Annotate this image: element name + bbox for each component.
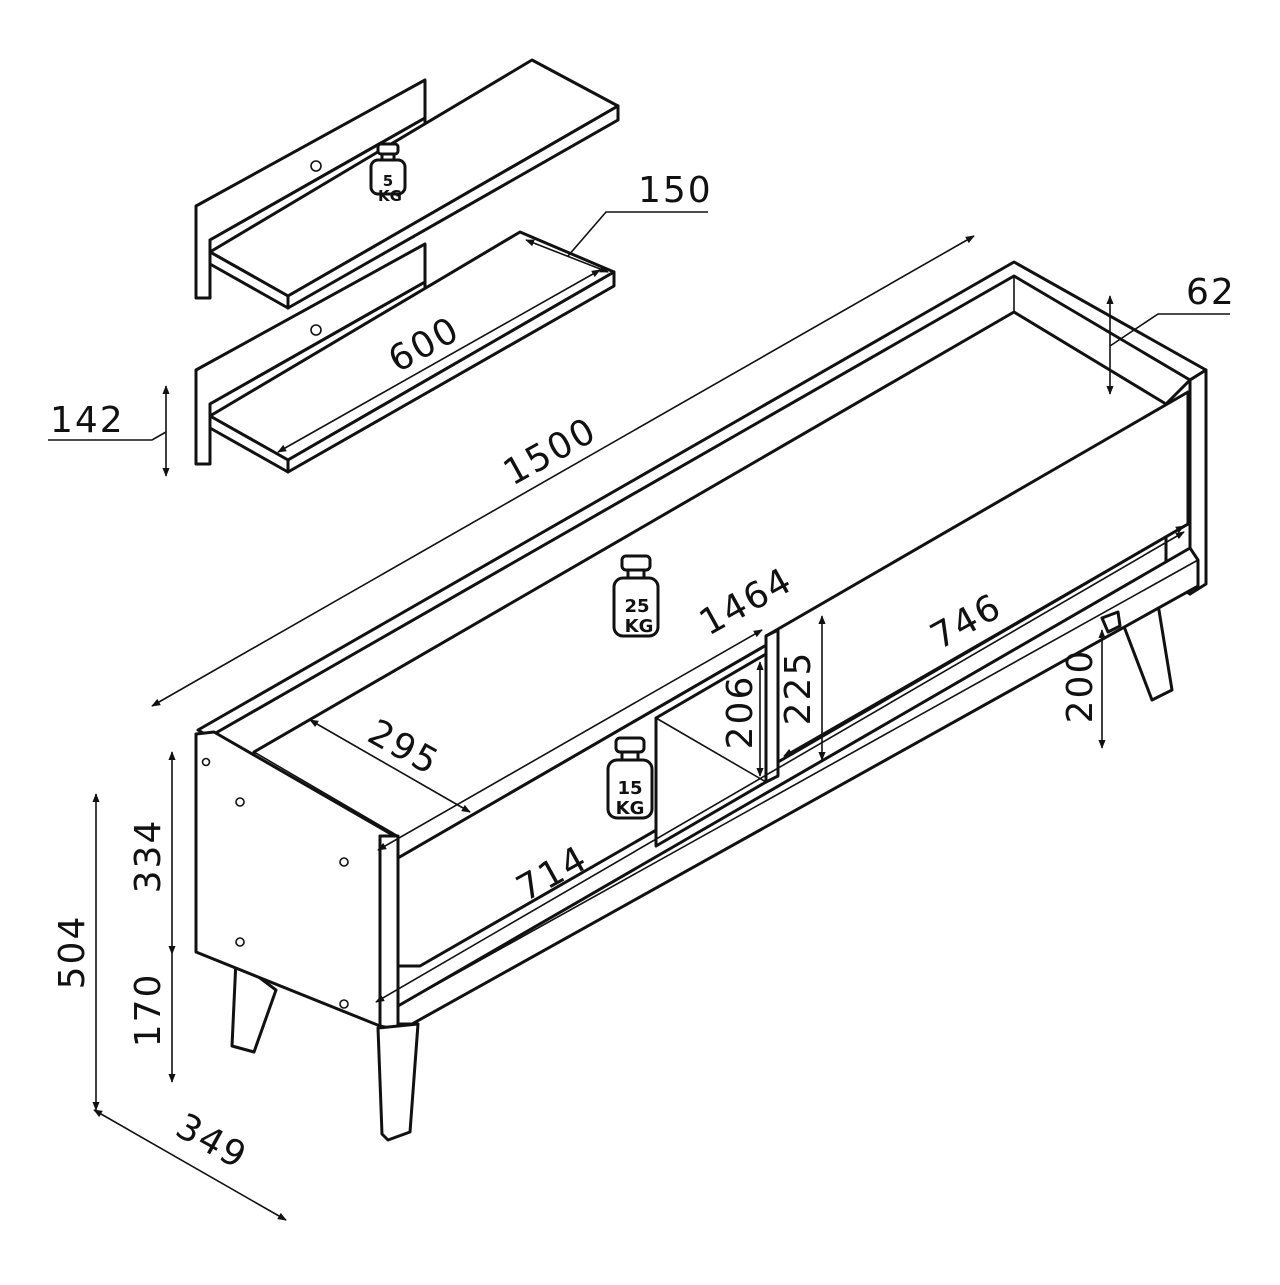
dim-door-width-line xyxy=(783,525,1185,757)
dim-shelf-height: 142 xyxy=(50,400,125,441)
dim-total-depth-line xyxy=(93,1109,287,1221)
dim-bottom-length-line xyxy=(377,629,763,851)
dim-compartment-depth-line xyxy=(309,719,471,813)
mounting-hole xyxy=(310,160,322,172)
dim-top-thickness-line xyxy=(1106,295,1230,395)
dim-door-height: 225 xyxy=(778,651,819,726)
dim-shelf-depth: 150 xyxy=(638,170,713,211)
dim-total-depth: 349 xyxy=(169,1106,254,1178)
compartment-weight-value: 15 xyxy=(617,778,642,799)
compartment-weight-unit: KG xyxy=(616,798,645,819)
shelf-weight-icon xyxy=(369,142,407,196)
dim-top-thickness: 62 xyxy=(1186,272,1236,313)
dim-side-lower-height: 170 xyxy=(128,973,169,1048)
dim-total-length-line xyxy=(151,235,975,707)
top-weight-value: 25 xyxy=(624,596,649,617)
dim-side-upper-height: 334 xyxy=(128,819,169,894)
shelf-weight-value: 5 xyxy=(383,172,393,190)
dim-leg-height: 200 xyxy=(1060,649,1101,724)
dim-total-length: 1500 xyxy=(497,410,604,494)
dim-total-height: 504 xyxy=(52,915,93,990)
top-weight-unit: KG xyxy=(625,616,654,637)
shelf-weight-unit: KG xyxy=(378,187,402,205)
dim-opening-height: 206 xyxy=(720,675,761,750)
